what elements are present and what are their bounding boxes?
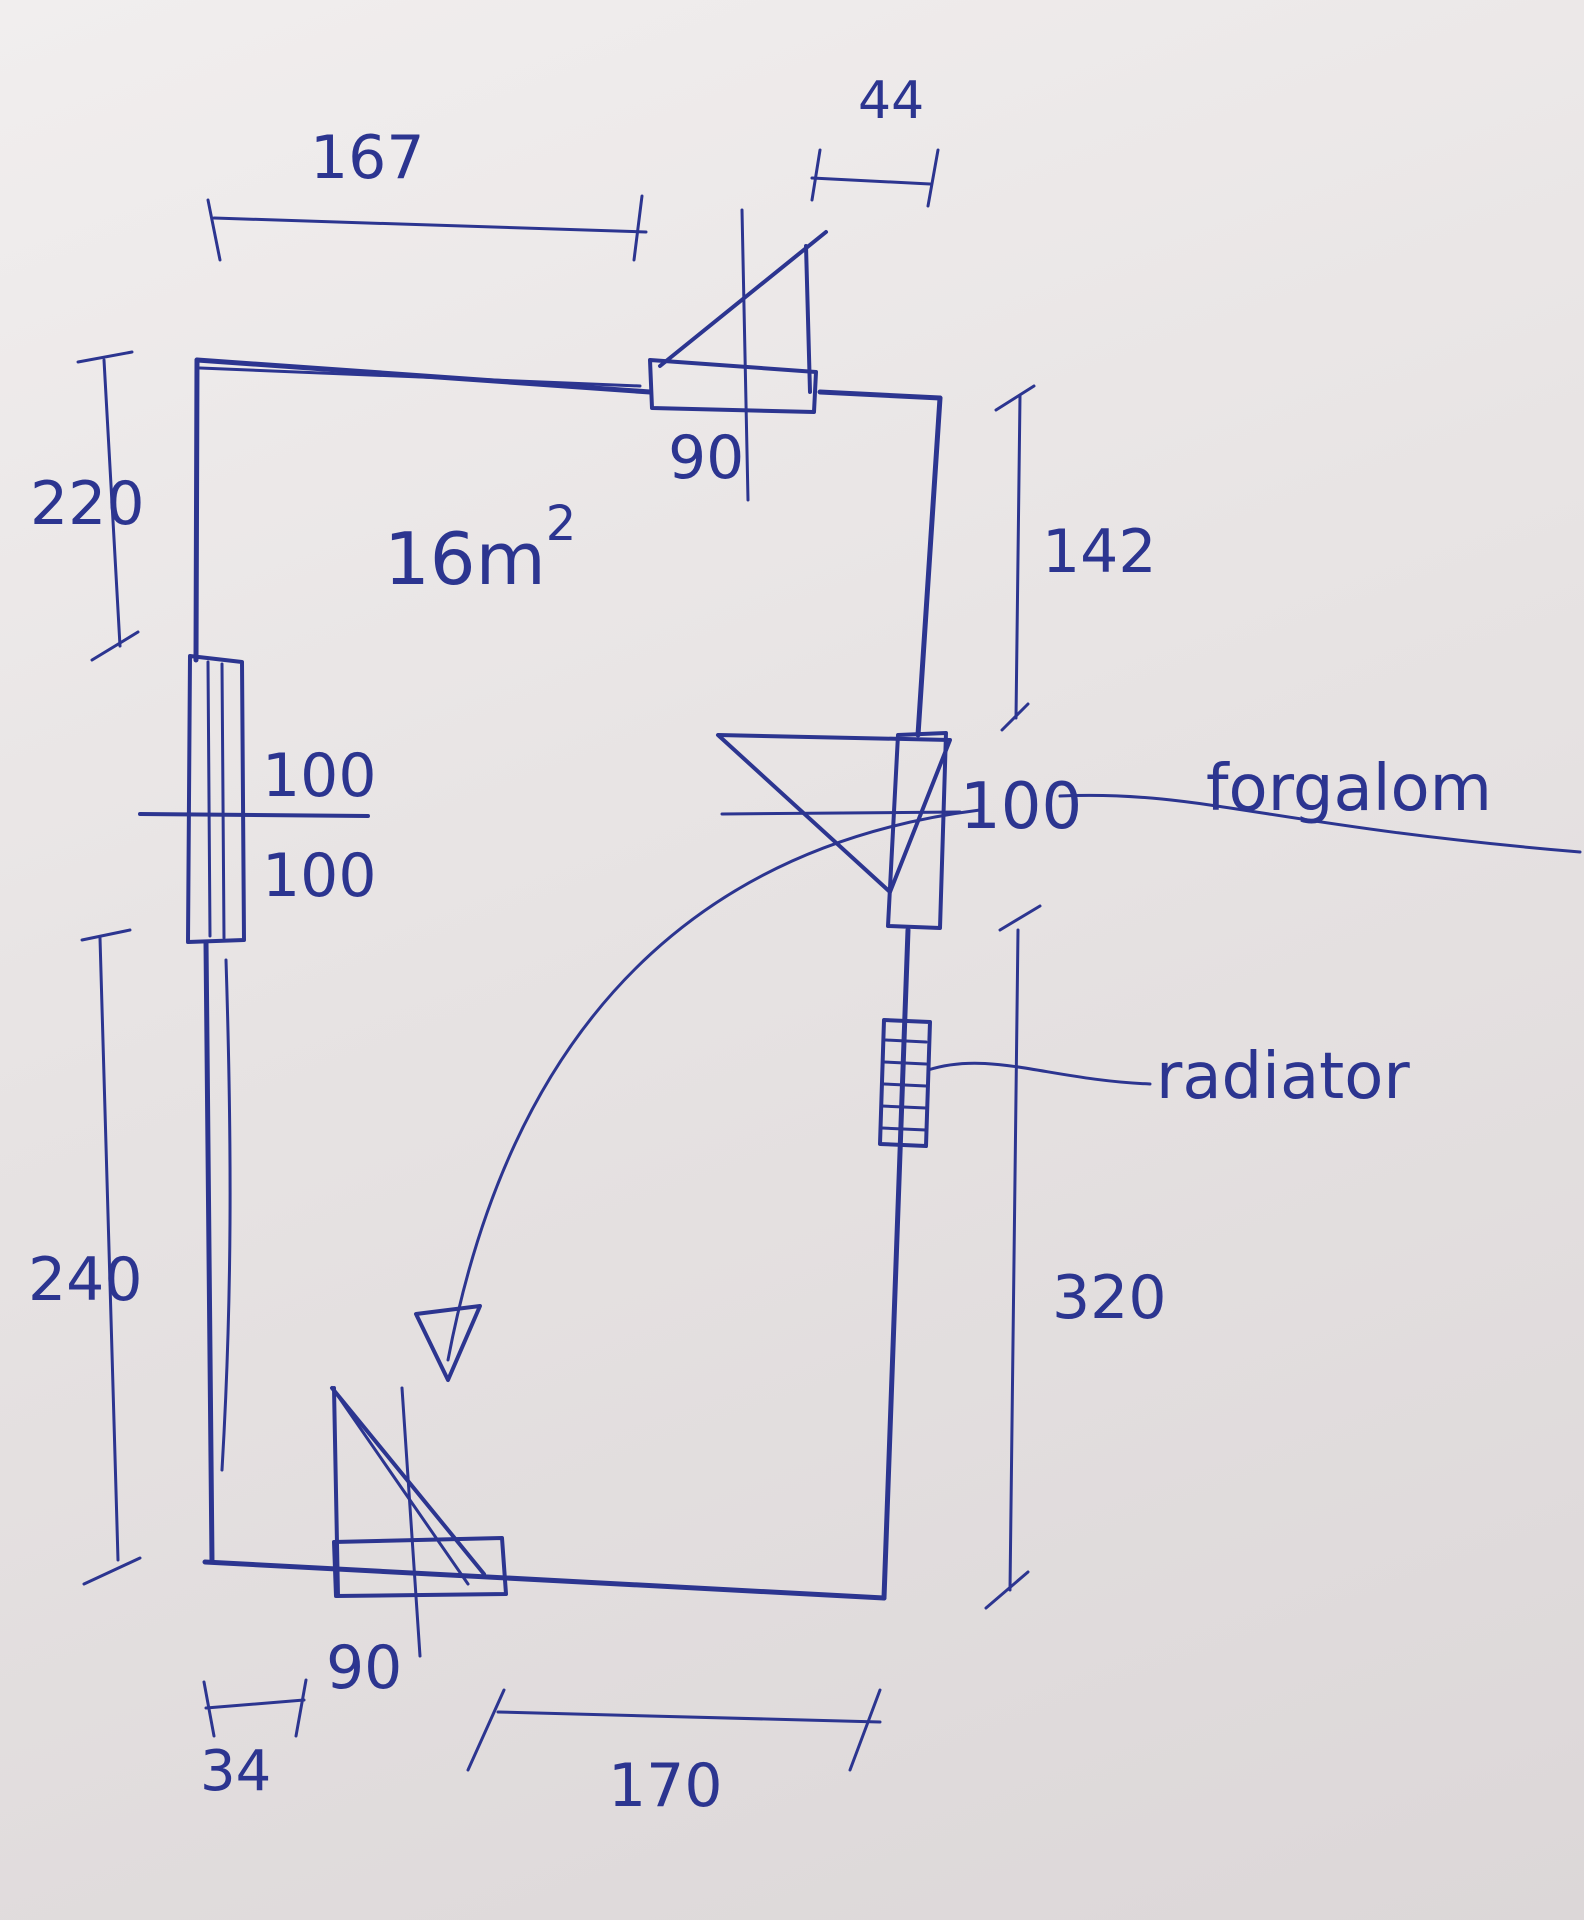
dim-line-left-upper xyxy=(102,358,122,648)
radiator-leader xyxy=(926,1061,1152,1086)
dim-line-44 xyxy=(810,176,932,186)
top-door-leaf xyxy=(804,244,812,394)
label-dim-top: 167 xyxy=(310,123,425,193)
wall-right-lower xyxy=(881,927,911,1601)
radiator-fin-1 xyxy=(884,1038,928,1044)
right-door-threshold xyxy=(720,810,962,816)
label-dim-right-opening: 100 xyxy=(960,770,1082,844)
dimension-lines xyxy=(76,148,1582,1772)
dim-line-right-upper xyxy=(1014,394,1022,720)
radiator-fin-4 xyxy=(880,1104,928,1110)
wall-left-upper xyxy=(193,357,200,663)
dim-tick-left-upper-bottom xyxy=(90,630,140,662)
labels: 167 44 90 220 16m2 100 100 142 100 forga… xyxy=(28,71,1492,1821)
dim-line-left-lower xyxy=(98,936,120,1562)
left-window-mullion xyxy=(138,812,370,818)
dim-tick-34-left xyxy=(202,1680,216,1738)
label-dim-bottom-right: 170 xyxy=(608,1751,723,1821)
label-dim-top-door: 90 xyxy=(668,423,744,493)
wall-left-lower-double xyxy=(220,958,232,1472)
dim-tick-right-lower-top xyxy=(998,904,1042,932)
dim-tick-34-right xyxy=(294,1678,308,1738)
left-window-glass-1 xyxy=(206,660,212,938)
dim-tick-44-left xyxy=(810,148,822,202)
wall-left-lower xyxy=(203,939,215,1565)
dim-tick-right-upper-top xyxy=(994,384,1036,412)
label-dim-bottom-door: 90 xyxy=(326,1633,402,1703)
bottom-door-swing-2 xyxy=(336,1394,470,1586)
dim-tick-top-right xyxy=(632,194,644,262)
label-dim-bottom-left: 34 xyxy=(200,1739,271,1804)
label-area-sup: 2 xyxy=(546,496,577,552)
wall-right-upper xyxy=(915,395,943,738)
label-radiator: radiator xyxy=(1156,1040,1410,1114)
dim-tick-left-lower-bottom xyxy=(82,1556,142,1586)
label-window-bottom: 100 xyxy=(262,841,377,911)
dim-line-top xyxy=(212,216,648,234)
dim-tick-right-lower-bottom xyxy=(984,1570,1030,1610)
dim-line-bottom-170 xyxy=(496,1710,882,1724)
radiator-fin-2 xyxy=(882,1060,928,1066)
label-dim-44: 44 xyxy=(858,71,924,131)
bottom-door-axis xyxy=(400,1386,422,1658)
dim-line-bottom-34 xyxy=(204,1698,306,1710)
swing-arc xyxy=(446,808,982,1362)
bottom-door-leaf xyxy=(332,1386,340,1598)
label-area: 16m2 xyxy=(384,496,576,601)
right-door xyxy=(414,731,982,1382)
left-window xyxy=(138,654,370,944)
bottom-door-frame xyxy=(332,1536,508,1598)
wall-bottom xyxy=(202,1559,887,1601)
dim-tick-top-left xyxy=(206,198,222,262)
radiator xyxy=(878,1018,1152,1148)
dim-tick-170-left xyxy=(466,1688,506,1772)
left-window-frame xyxy=(186,654,246,944)
radiator-fin-3 xyxy=(882,1082,928,1088)
wall-top-right xyxy=(817,389,943,401)
swing-arrowhead xyxy=(414,1304,482,1382)
label-dim-right-lower: 320 xyxy=(1052,1263,1167,1333)
wall-top-double xyxy=(198,366,642,388)
label-dim-left-lower: 240 xyxy=(28,1245,143,1315)
dim-tick-44-right xyxy=(926,148,940,208)
dim-tick-right-upper-bottom xyxy=(1000,702,1030,732)
label-dim-left-upper: 220 xyxy=(30,469,145,539)
label-window-top: 100 xyxy=(262,741,377,811)
dim-line-right-lower xyxy=(1008,928,1020,1592)
radiator-outline xyxy=(878,1018,932,1148)
top-door-axis xyxy=(740,208,750,502)
dim-tick-170-right xyxy=(848,1688,882,1772)
dim-tick-left-lower-top xyxy=(80,928,132,942)
label-area-value: 16m xyxy=(384,517,546,601)
right-door-frame xyxy=(886,731,948,930)
radiator-fin-5 xyxy=(880,1126,928,1132)
left-window-glass-2 xyxy=(220,662,226,940)
top-door-frame xyxy=(648,358,818,414)
dim-tick-left-upper-top xyxy=(76,350,134,364)
bottom-door xyxy=(330,1386,508,1658)
label-dim-right-upper: 142 xyxy=(1042,517,1157,587)
top-door xyxy=(648,208,828,502)
forgalom-leader xyxy=(1058,793,1582,854)
label-forgalom: forgalom xyxy=(1206,752,1492,826)
